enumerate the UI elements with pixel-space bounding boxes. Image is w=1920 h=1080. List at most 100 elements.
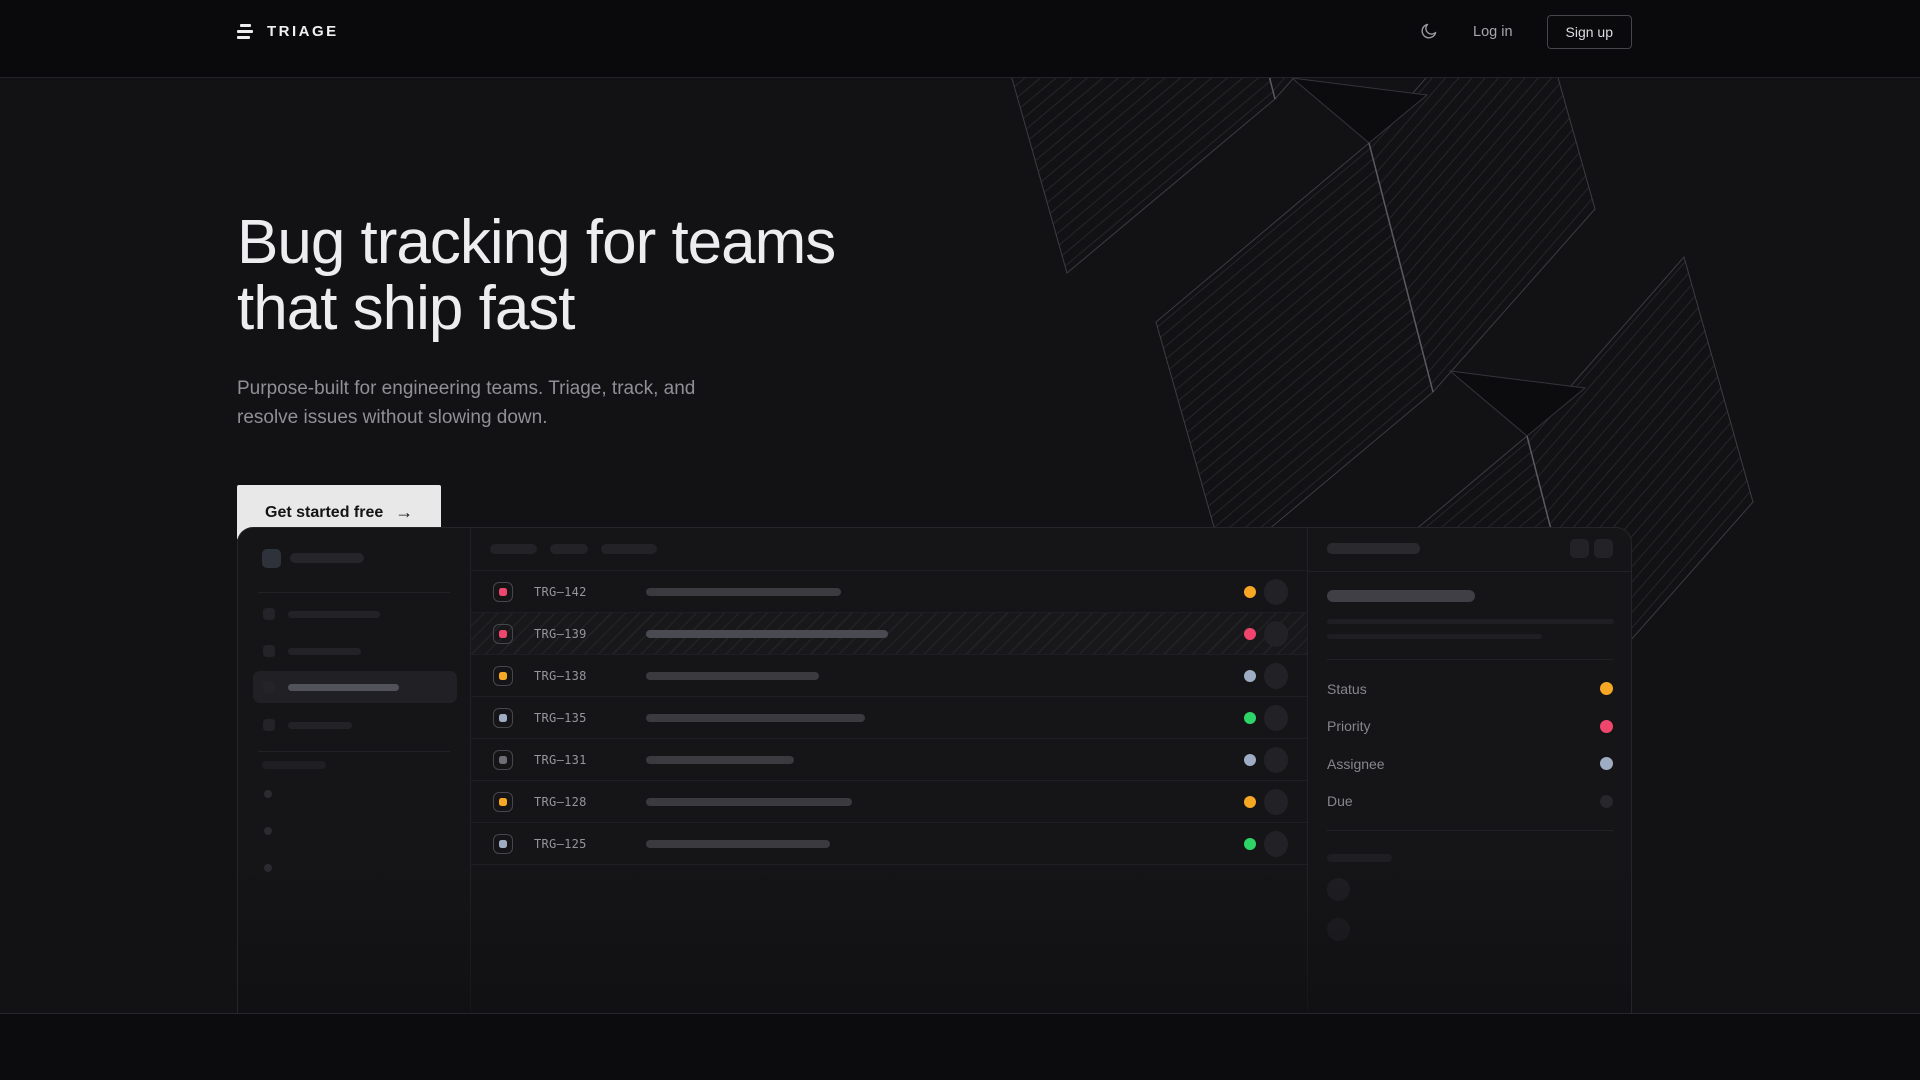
status-dot — [1244, 627, 1256, 640]
issue-row-TRG-142[interactable]: TRG–142 — [471, 571, 1307, 613]
status-dot — [1244, 711, 1256, 724]
issue-title-skeleton — [646, 629, 888, 638]
field-label: Priority — [1327, 718, 1371, 735]
sidebar-item-icon — [263, 608, 275, 620]
status-dot — [1244, 753, 1256, 766]
filter-chip-skeleton[interactable] — [550, 544, 588, 554]
sidebar-item-3-active[interactable] — [253, 671, 457, 703]
assignee-avatar[interactable] — [1264, 746, 1288, 773]
issue-row-TRG-138[interactable]: TRG–138 — [471, 655, 1307, 697]
issue-meta — [1244, 704, 1288, 731]
issue-meta — [1244, 830, 1288, 857]
issue-title-skeleton — [646, 587, 841, 596]
field-row-priority[interactable]: Priority — [1327, 718, 1613, 735]
sidebar-item-label-skeleton — [288, 610, 380, 618]
issue-id: TRG–135 — [534, 710, 587, 725]
issue-meta — [1244, 578, 1288, 605]
issue-type-icon — [493, 791, 513, 812]
issue-row-TRG-125[interactable]: TRG–125 — [471, 823, 1307, 865]
moon-icon — [1421, 23, 1436, 39]
status-dot — [1244, 837, 1256, 850]
login-link[interactable]: Log in — [1473, 23, 1513, 40]
issue-title-skeleton — [646, 839, 830, 848]
issue-id: TRG–138 — [534, 668, 587, 683]
assignee-avatar[interactable] — [1264, 704, 1288, 731]
sidebar-item-4[interactable] — [253, 709, 457, 741]
issue-id: TRG–142 — [534, 584, 587, 599]
issue-meta — [1244, 746, 1288, 773]
hero-section: Bug tracking for teams that ship fast Pu… — [0, 78, 1920, 1013]
filter-chip-skeleton[interactable] — [490, 544, 537, 554]
issue-row-TRG-139[interactable]: TRG–139 — [471, 613, 1307, 655]
issue-row-TRG-131[interactable]: TRG–131 — [471, 739, 1307, 781]
panel-action-button[interactable] — [1594, 539, 1613, 558]
issue-row-TRG-135[interactable]: TRG–135 — [471, 697, 1307, 739]
issue-id: TRG–139 — [534, 626, 587, 641]
workspace-avatar[interactable] — [262, 549, 281, 568]
panel-header-divider — [1308, 571, 1631, 572]
assignee-avatar[interactable] — [1264, 620, 1288, 647]
activity-avatar-skeleton — [1327, 878, 1350, 901]
sidebar-dot-item — [264, 790, 272, 798]
issue-title-skeleton — [646, 755, 794, 764]
issue-id: TRG–128 — [534, 794, 587, 809]
mockup-sidebar — [238, 528, 471, 1013]
triage-bars-icon — [237, 24, 255, 39]
sidebar-item-icon — [263, 681, 275, 693]
activity-label-skeleton — [1327, 854, 1392, 862]
issue-id: TRG–125 — [534, 836, 587, 851]
issue-description-skeleton — [1327, 634, 1542, 639]
issue-title-skeleton — [1327, 590, 1475, 602]
issue-title-skeleton — [646, 797, 852, 806]
issue-description-skeleton — [1327, 619, 1614, 624]
assignee-avatar[interactable] — [1264, 662, 1288, 689]
sidebar-item-2[interactable] — [253, 635, 457, 667]
theme-toggle-button[interactable] — [1417, 21, 1439, 43]
assignee-avatar[interactable] — [1264, 788, 1288, 815]
sidebar-section-label-skeleton — [262, 761, 326, 769]
signup-button[interactable]: Sign up — [1546, 14, 1632, 49]
workspace-name-skeleton — [290, 553, 364, 563]
field-label: Assignee — [1327, 755, 1385, 772]
sidebar-item-label-skeleton — [288, 721, 352, 729]
sidebar-item-icon — [263, 719, 275, 731]
sidebar-item-label-skeleton — [288, 683, 399, 691]
field-value-dot — [1600, 682, 1613, 695]
brand-name: TRIAGE — [267, 23, 339, 40]
issue-type-icon — [493, 581, 513, 602]
filter-chip-skeleton[interactable] — [601, 544, 657, 554]
issue-type-icon — [493, 707, 513, 728]
hero-subtitle: Purpose-built for engineering teams. Tri… — [237, 378, 696, 429]
field-row-assignee[interactable]: Assignee — [1327, 755, 1613, 772]
issue-row-TRG-128[interactable]: TRG–128 — [471, 781, 1307, 823]
field-row-status[interactable]: Status — [1327, 680, 1613, 697]
status-dot — [1244, 795, 1256, 808]
sidebar-divider — [258, 592, 450, 593]
field-label: Due — [1327, 793, 1353, 810]
brand-logo[interactable]: TRIAGE — [237, 23, 339, 40]
field-value-dot — [1600, 757, 1613, 771]
issue-meta — [1244, 788, 1288, 815]
assignee-avatar[interactable] — [1264, 830, 1288, 857]
issue-id: TRG–131 — [534, 752, 587, 767]
panel-action-button[interactable] — [1570, 539, 1589, 558]
sidebar-dot-item — [264, 864, 272, 872]
sidebar-item-1[interactable] — [253, 598, 457, 630]
issue-list-header — [471, 528, 1307, 571]
sidebar-item-icon — [263, 645, 275, 657]
nav-actions: Log in Sign up — [1417, 14, 1632, 49]
sidebar-divider — [258, 751, 450, 752]
status-dot — [1244, 585, 1256, 598]
activity-avatar-skeleton — [1327, 918, 1350, 941]
assignee-avatar[interactable] — [1264, 578, 1288, 605]
arrow-right-icon: → — [395, 502, 414, 522]
field-row-due[interactable]: Due — [1327, 793, 1613, 810]
issue-type-icon — [493, 665, 513, 686]
field-value-dot — [1600, 719, 1613, 733]
field-label: Status — [1327, 680, 1367, 697]
page-title: Bug tracking for teams that ship fast — [237, 208, 836, 343]
